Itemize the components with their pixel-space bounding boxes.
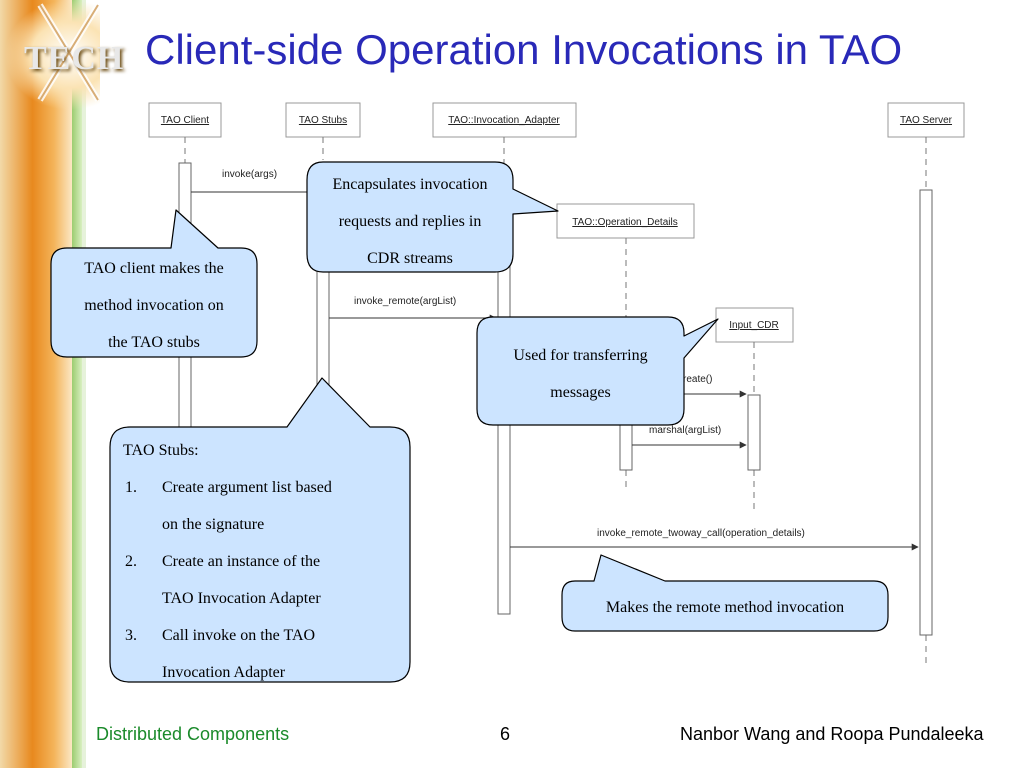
callout-line: TAO client makes the: [84, 260, 224, 277]
step-line: Call invoke on the TAO: [162, 627, 316, 644]
activation-server: [919, 189, 933, 636]
callout-client-bubble: [50, 209, 258, 358]
callout-line: Makes the remote method invocation: [605, 599, 845, 616]
footer-course: Distributed Components: [96, 724, 290, 744]
step-line: Invocation Adapter: [162, 664, 286, 681]
step-number: 1.: [125, 479, 137, 496]
stubs-heading: TAO Stubs:: [123, 442, 199, 459]
callout-stubs-bubble: [109, 377, 411, 683]
message-label: invoke_remote(argList): [354, 296, 456, 307]
callout-line: requests and replies in: [338, 213, 482, 230]
callout-encapsulates-bubble: [306, 161, 559, 273]
stubs-step-2: 2. Create an instance of the TAO Invocat…: [123, 543, 408, 617]
callout-remote: Makes the remote method invocation: [564, 590, 886, 626]
message-marshal: marshal(argList): [632, 425, 747, 449]
step-line: on the signature: [162, 516, 265, 533]
callout-line: the TAO stubs: [108, 334, 200, 351]
step-number: 3.: [125, 627, 137, 644]
lifeline-input-cdr: Input_CDR: [715, 307, 794, 512]
callout-line: CDR streams: [367, 250, 453, 267]
callout-stubs: TAO Stubs: 1. Create argument list based…: [123, 432, 408, 691]
lifeline-label: TAO::Invocation_Adapter: [448, 115, 560, 126]
message-label: create(): [678, 374, 712, 385]
lifeline-tao-stubs: TAO Stubs: [285, 102, 361, 160]
page-number: 6: [500, 724, 511, 744]
lifeline-label: TAO Server: [900, 115, 953, 126]
callout-line: method invocation on: [84, 297, 224, 314]
step-line: TAO Invocation Adapter: [162, 590, 321, 607]
step-number: 2.: [125, 553, 137, 570]
stubs-step-1: 1. Create argument list based on the sig…: [123, 469, 408, 543]
callout-line: messages: [550, 384, 611, 401]
step-line: Create argument list based: [162, 479, 332, 496]
callout-encapsulates: Encapsulates invocation requests and rep…: [309, 166, 511, 277]
callout-remote-bubble: [561, 554, 889, 632]
slide-title: Client-side Operation Invocations in TAO: [145, 26, 903, 73]
lifeline-tao-client: TAO Client: [148, 102, 222, 163]
callout-transfer: Used for transferring messages: [479, 337, 682, 411]
message-invoke: invoke(args): [191, 169, 316, 196]
lifeline-invocation-adapter: TAO::Invocation_Adapter: [432, 102, 577, 165]
message-invoke-twoway: invoke_remote_twoway_call(operation_deta…: [510, 528, 919, 551]
message-invoke-remote: invoke_remote(argList): [329, 296, 497, 322]
lifeline-label: Input_CDR: [729, 320, 778, 331]
message-label: marshal(argList): [649, 425, 721, 436]
lifeline-operation-details: TAO::Operation_Details: [556, 203, 695, 492]
callout-client: TAO client makes the method invocation o…: [53, 250, 255, 361]
lifeline-tao-server: TAO Server: [887, 102, 965, 668]
lifeline-label: TAO::Operation_Details: [572, 217, 677, 228]
step-line: Create an instance of the: [162, 553, 321, 570]
footer-authors: Nanbor Wang and Roopa Pundaleeka: [680, 724, 984, 744]
tech-logo: TECH: [24, 40, 125, 77]
message-label: invoke(args): [222, 169, 277, 180]
activation-cdr: [747, 394, 761, 471]
callout-transfer-bubble: [476, 316, 719, 426]
decorative-ribbon: [0, 0, 100, 768]
lifeline-label: TAO Stubs: [299, 115, 347, 126]
message-label: invoke_remote_twoway_call(operation_deta…: [597, 528, 805, 539]
lifeline-label: TAO Client: [161, 115, 209, 126]
callout-line: Used for transferring: [513, 347, 648, 364]
callout-line: Encapsulates invocation: [332, 176, 488, 193]
stubs-step-3: 3. Call invoke on the TAO Invocation Ada…: [123, 617, 408, 691]
